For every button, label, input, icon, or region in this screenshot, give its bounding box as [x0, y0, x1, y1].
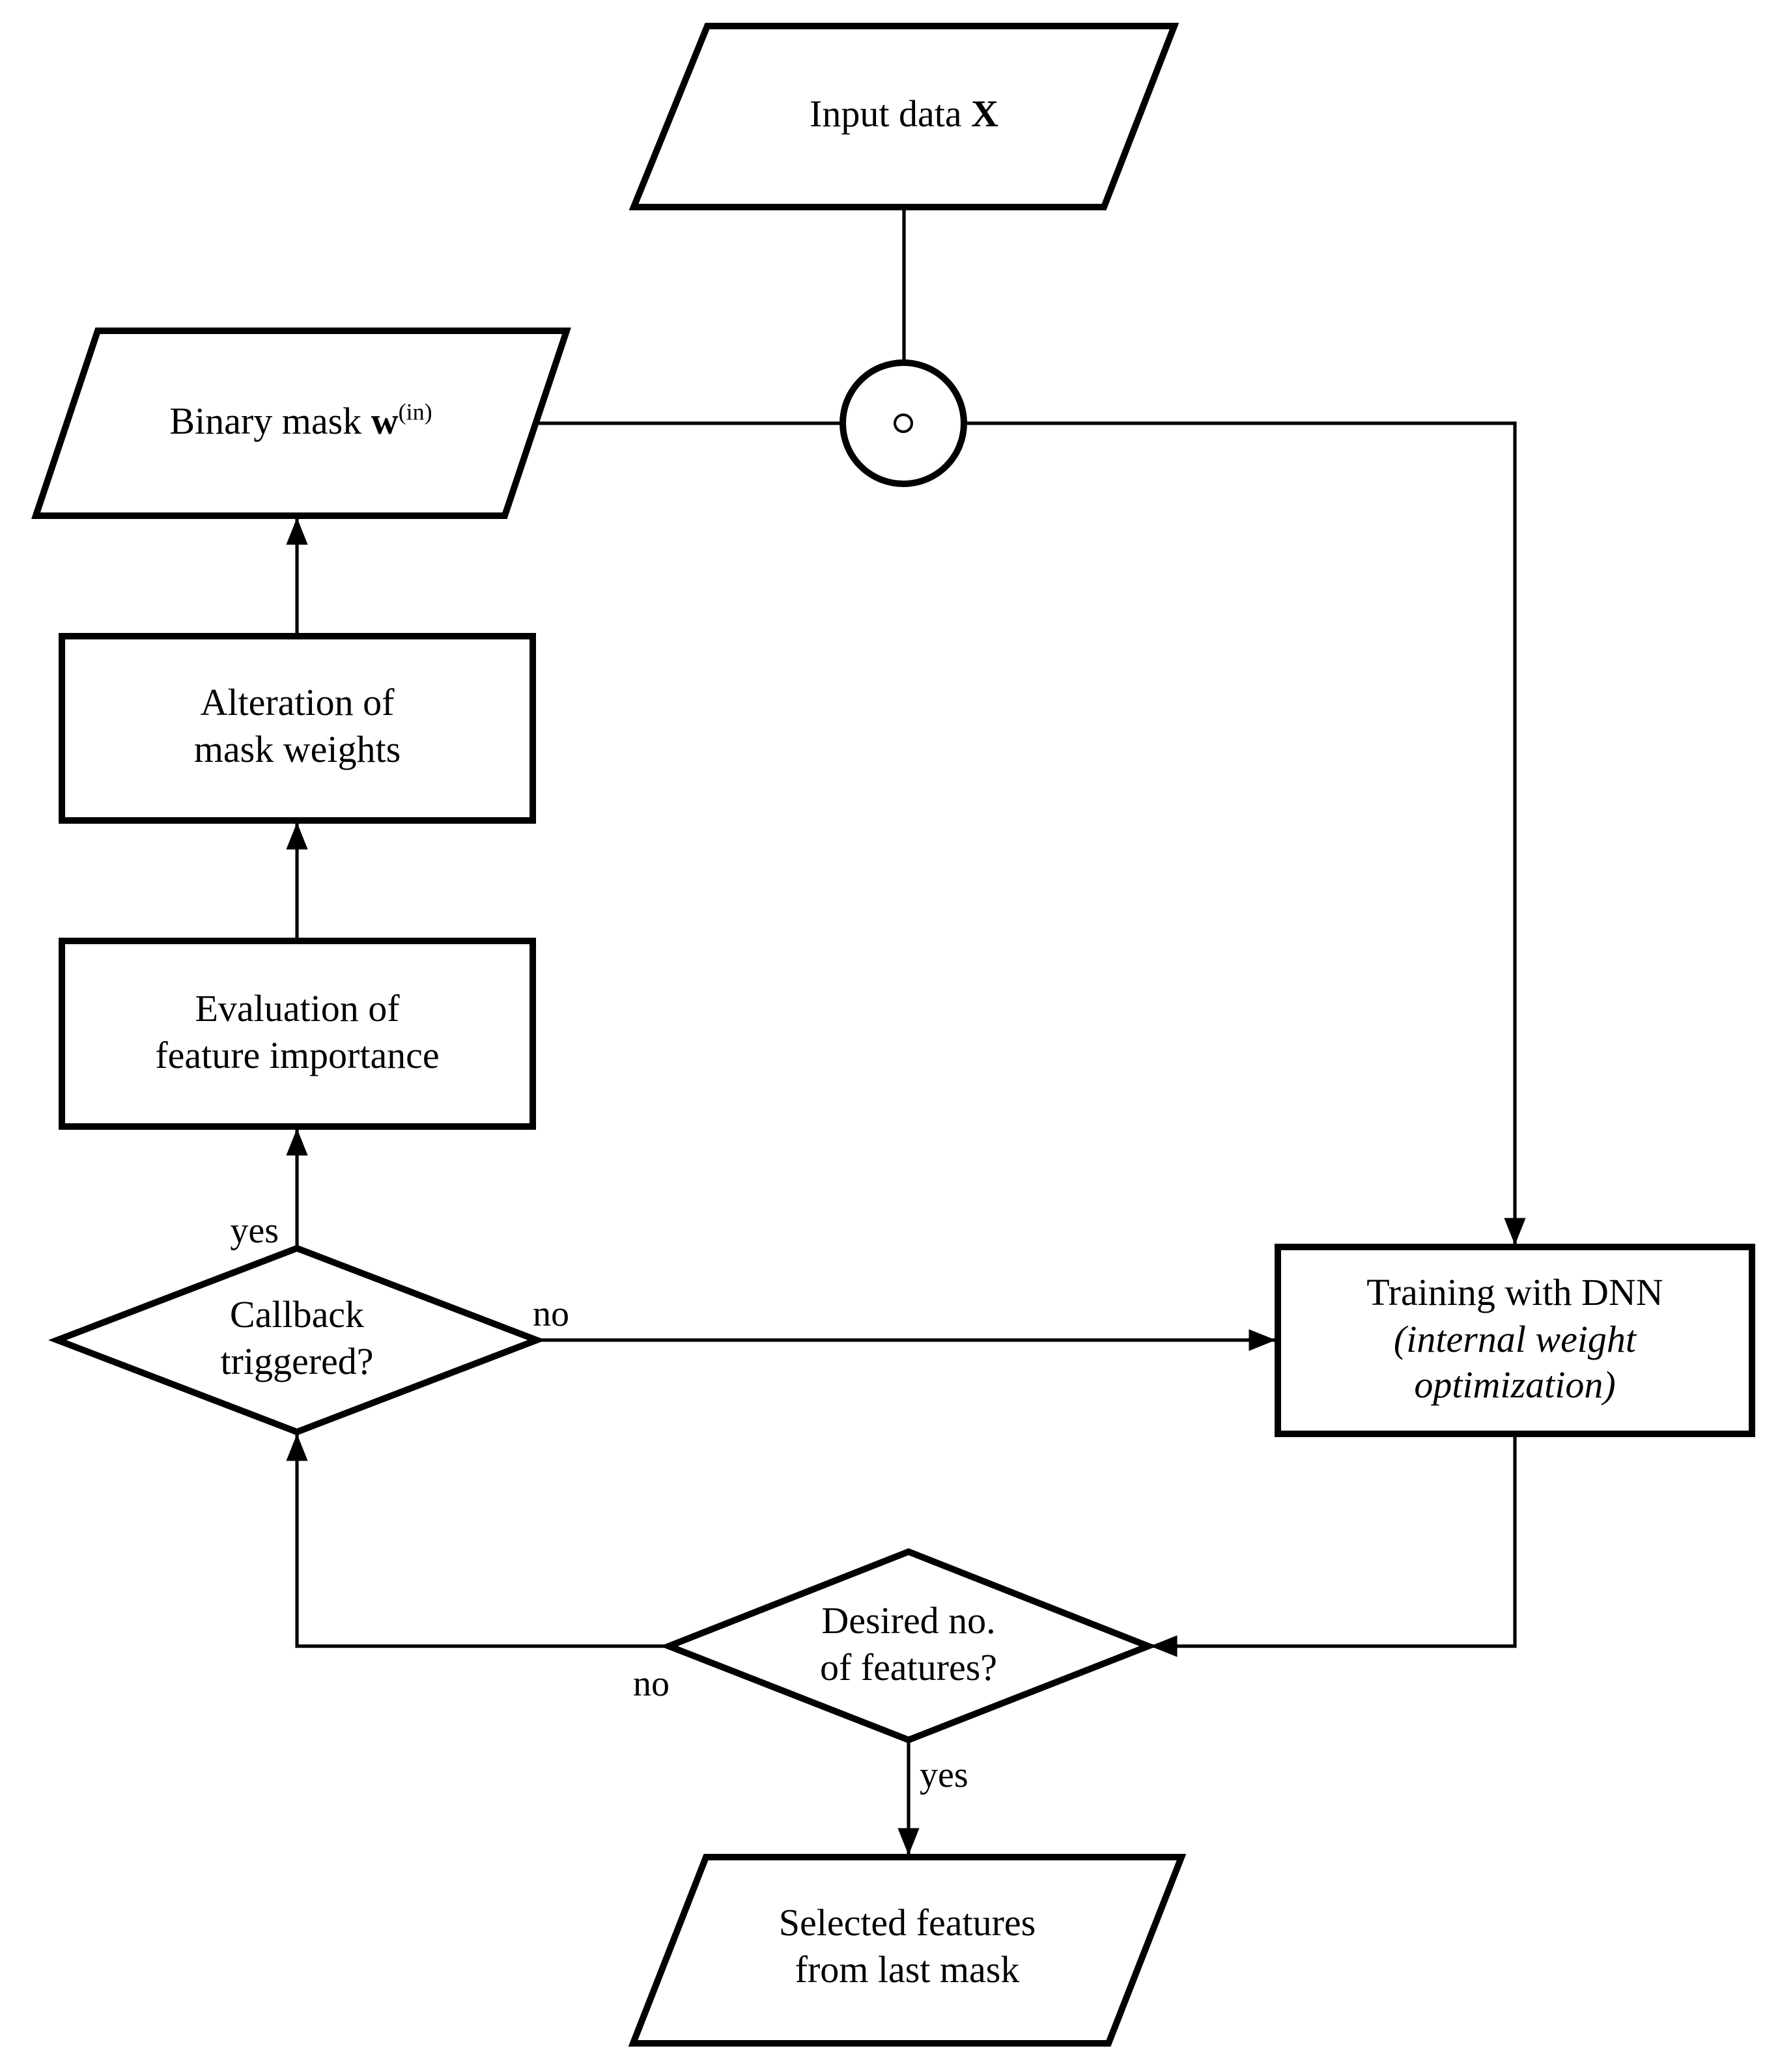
callback-decision-label: Callback triggered?: [220, 1295, 374, 1383]
alteration-label: Alteration of mask weights: [193, 682, 401, 772]
edge-training-to-desired: [1150, 1434, 1517, 1657]
hadamard-product-node: [840, 359, 967, 487]
binary-mask-superscript: (in): [398, 399, 432, 425]
selected-features-label: Selected features from last mask: [778, 1903, 1036, 1991]
edge-desired-no-to-callback: [286, 1434, 669, 1648]
desired-decision-label: Desired no. of features?: [819, 1601, 998, 1689]
selected-features-node: [628, 1854, 1187, 2047]
training-title: Training with DNN: [1366, 1272, 1663, 1314]
evaluation-node: [59, 938, 536, 1130]
binary-mask-text: Binary mask: [169, 401, 362, 443]
training-node: [1275, 1244, 1755, 1437]
binary-mask-label: Binary mask w(in): [106, 387, 496, 460]
alteration-node: [59, 633, 536, 824]
desired-decision-node: [660, 1548, 1157, 1744]
evaluation-label: Evaluation of feature importance: [155, 988, 440, 1077]
hadamard-operator-icon: [894, 413, 913, 433]
edge-label-desired-yes: yes: [920, 1756, 968, 1796]
edge-hadamard-to-training: [964, 421, 1526, 1245]
input-data-text: Input data: [810, 94, 962, 136]
callback-decision-node: [48, 1244, 546, 1436]
input-data-label: Input data X: [709, 81, 1099, 151]
binary-mask-symbol: w: [371, 401, 399, 443]
edge-label-callback-no: no: [533, 1295, 569, 1335]
edge-label-desired-no: no: [633, 1664, 670, 1705]
training-subtitle: (internal weight optimization): [1393, 1319, 1637, 1407]
edge-label-callback-yes: yes: [230, 1211, 279, 1252]
input-data-symbol: X: [971, 94, 998, 136]
binary-mask-node: [31, 328, 571, 519]
input-data-node: [628, 23, 1179, 210]
training-label: Training with DNN (internal weight optim…: [1278, 1252, 1752, 1430]
